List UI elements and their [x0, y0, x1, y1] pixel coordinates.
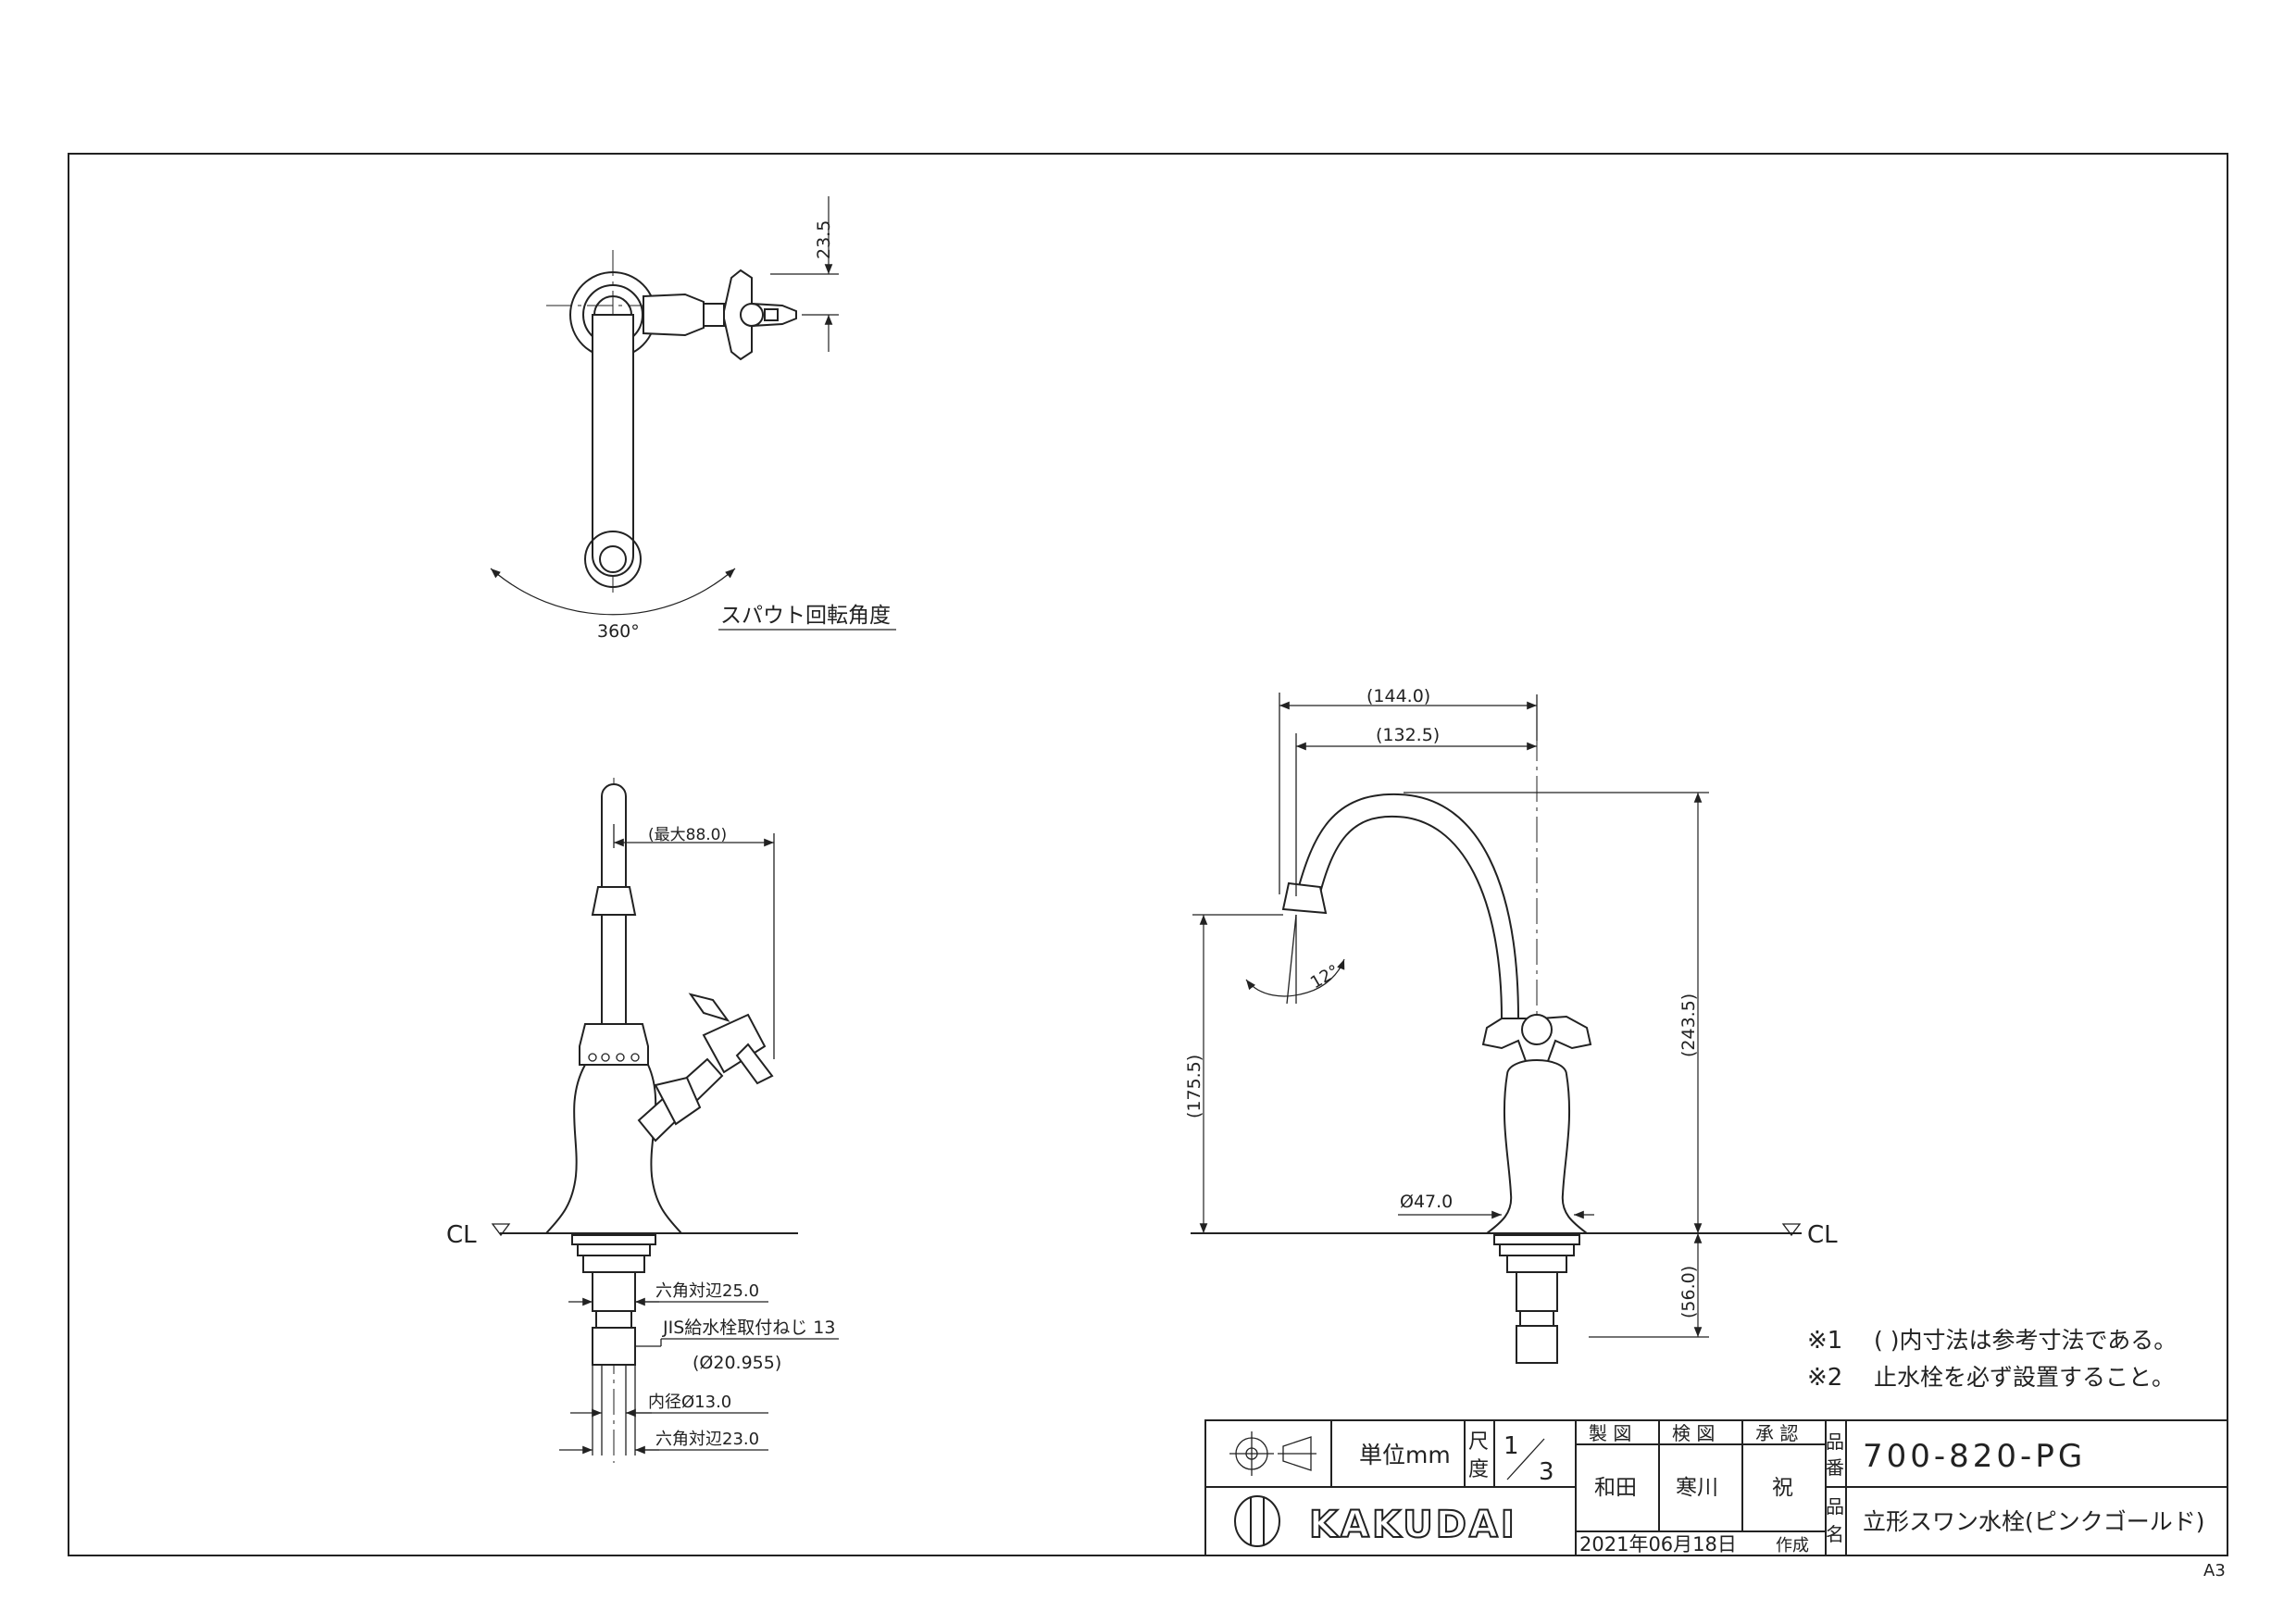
- projection-symbol: [1229, 1431, 1316, 1476]
- created-label: 作成: [1776, 1536, 1809, 1555]
- part-number: 700-820-PG: [1863, 1438, 2086, 1475]
- brand-name: KAKUDAI: [1309, 1504, 1517, 1546]
- title-block: 単位mm 尺 度 1 3 製 図 検 図 承 認 和田 寒川 祝 KAKUDAI…: [1204, 1419, 2228, 1556]
- note2-mark: ※2: [1807, 1364, 1842, 1392]
- part-name-label-2: 名: [1826, 1523, 1844, 1545]
- front-dim-243: (243.5): [1678, 993, 1699, 1057]
- side-thread-diameter: (Ø20.955): [693, 1353, 781, 1373]
- side-dim-max-reach: (最大88.0): [648, 826, 727, 844]
- notes: ※1 ( )内寸法は参考寸法である。 ※2 止水栓を必ず設置すること。: [1807, 1327, 2177, 1392]
- paper-size: A3: [2203, 1561, 2226, 1580]
- approved-name: 祝: [1772, 1476, 1793, 1500]
- part-no-label-1: 品: [1826, 1430, 1844, 1453]
- part-name: 立形スワン水栓(ピンクゴールド): [1863, 1508, 2205, 1535]
- side-view: CL (最大88.0) 六角対辺25.0 JIS給水栓取付ねじ 13 (Ø20.…: [446, 778, 839, 1463]
- approved-label: 承 認: [1755, 1422, 1798, 1444]
- side-dim-hex23: 六角対辺23.0: [655, 1430, 759, 1449]
- front-dim-47: Ø47.0: [1400, 1192, 1453, 1212]
- scale-denominator: 3: [1539, 1458, 1554, 1486]
- unit-label: 単位mm: [1359, 1442, 1451, 1468]
- front-dim-144: (144.0): [1366, 686, 1430, 706]
- front-dim-56: (56.0): [1678, 1266, 1699, 1318]
- front-angle-12: 12°: [1307, 961, 1342, 993]
- creation-date: 2021年06月18日: [1579, 1533, 1737, 1555]
- scale-numerator: 1: [1504, 1432, 1519, 1460]
- drawn-name: 和田: [1594, 1476, 1637, 1500]
- note1-mark: ※1: [1807, 1327, 1842, 1355]
- checked-label: 検 図: [1672, 1422, 1715, 1444]
- rotation-label: スパウト回転角度: [720, 604, 891, 628]
- drawn-label: 製 図: [1589, 1422, 1631, 1444]
- top-dim-23-5: 23.5: [814, 220, 834, 259]
- kakudai-logo: KAKUDAI: [1234, 1495, 1517, 1547]
- part-no-label-2: 番: [1826, 1456, 1844, 1479]
- note1-text: ( )内寸法は参考寸法である。: [1874, 1327, 2177, 1354]
- checked-name: 寒川: [1676, 1476, 1718, 1500]
- part-name-label-1: 品: [1826, 1495, 1844, 1518]
- note2-text: 止水栓を必ず設置すること。: [1874, 1364, 2175, 1391]
- scale-label-1: 尺: [1468, 1430, 1489, 1454]
- side-cl-label: CL: [446, 1221, 477, 1249]
- top-view: 23.5 360° スパウト回転角度: [490, 196, 896, 642]
- front-cl-label: CL: [1807, 1221, 1838, 1249]
- side-dim-inner-diameter: 内径Ø13.0: [648, 1393, 731, 1412]
- rotation-angle: 360°: [597, 621, 640, 642]
- side-jis-thread: JIS給水栓取付ねじ 13: [662, 1318, 835, 1338]
- scale-label-2: 度: [1468, 1458, 1489, 1481]
- side-dim-hex25: 六角対辺25.0: [655, 1281, 759, 1301]
- front-dim-175: (175.5): [1184, 1055, 1204, 1118]
- front-view: CL (144.0) (132.5) (243.5) (56.0) (175.5…: [1184, 686, 1838, 1364]
- front-dim-132: (132.5): [1376, 725, 1440, 745]
- drawing-frame: [68, 153, 2228, 1556]
